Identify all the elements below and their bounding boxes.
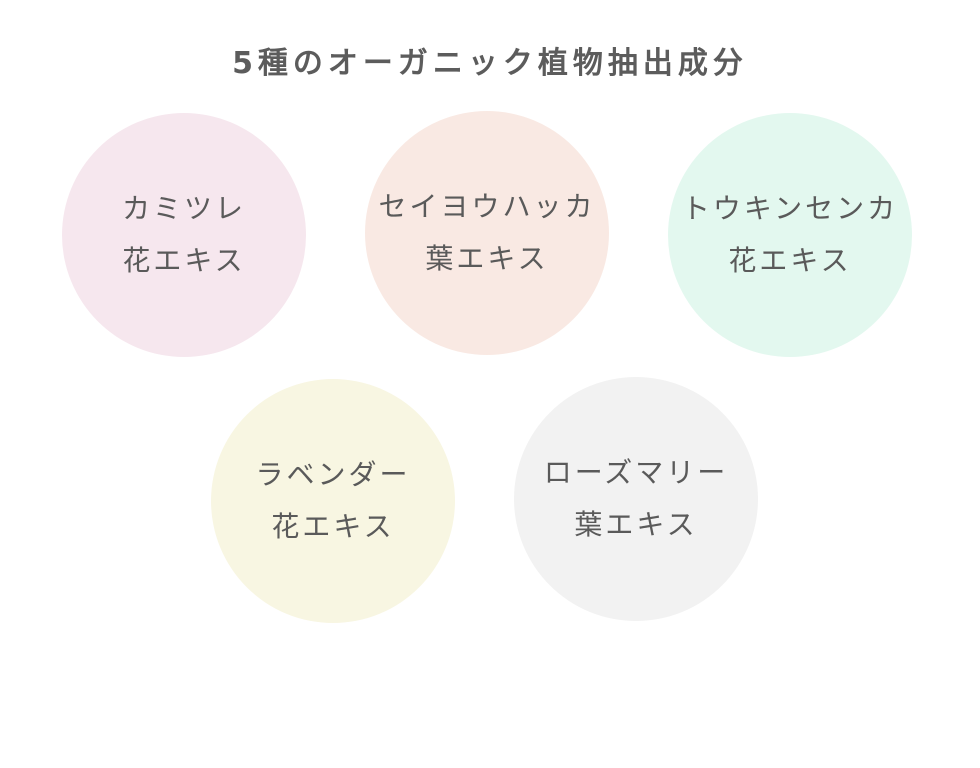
- ingredient-name: トウキンセンカ: [681, 192, 899, 225]
- ingredient-part: 花エキス: [728, 244, 852, 277]
- ingredient-circle-chamomile: カミツレ 花エキス: [62, 113, 306, 357]
- ingredient-part: 花エキス: [271, 510, 395, 543]
- ingredient-part: 葉エキス: [425, 242, 549, 275]
- ingredient-name: セイヨウハッカ: [378, 190, 596, 223]
- ingredient-name: ローズマリー: [543, 456, 729, 489]
- ingredient-circle-lavender: ラベンダー 花エキス: [211, 379, 455, 623]
- ingredient-name: カミツレ: [121, 192, 246, 225]
- ingredient-part: 葉エキス: [574, 508, 698, 541]
- ingredient-circle-peppermint: セイヨウハッカ 葉エキス: [365, 111, 609, 355]
- page-title: 5種のオーガニック植物抽出成分: [232, 46, 748, 82]
- ingredient-part: 花エキス: [122, 244, 246, 277]
- ingredient-circle-calendula: トウキンセンカ 花エキス: [668, 113, 912, 357]
- ingredient-name: ラベンダー: [255, 458, 411, 491]
- ingredient-circle-rosemary: ローズマリー 葉エキス: [514, 377, 758, 621]
